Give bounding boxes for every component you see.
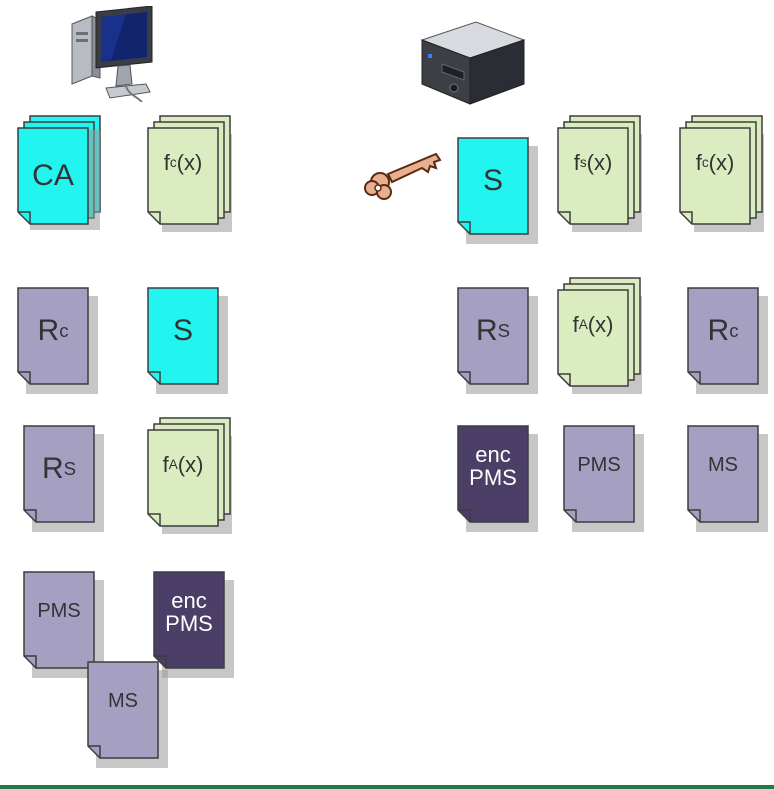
client-ca-label: CA xyxy=(32,159,74,193)
client-ca-document: CA xyxy=(16,114,108,236)
server-s-document: S xyxy=(456,136,548,258)
client-s-document: S xyxy=(146,286,238,408)
client-enc-pms-label: enc PMS xyxy=(165,587,213,636)
bottom-divider xyxy=(0,785,774,789)
server-ms-document: MS xyxy=(686,424,774,546)
server-ms-label: MS xyxy=(708,453,738,476)
client-s-label: S xyxy=(172,314,193,348)
server-enc-pms-document: enc PMS xyxy=(456,424,548,546)
client-pms-label: PMS xyxy=(37,599,81,622)
client-ms-label: MS xyxy=(108,689,138,712)
server-box-icon xyxy=(418,18,528,106)
client-ms-document: MS xyxy=(86,660,178,782)
private-key-icon xyxy=(362,148,442,200)
server-pms-document: PMS xyxy=(562,424,654,546)
client-enc-pms-document: enc PMS xyxy=(152,570,244,692)
server-pms-label: PMS xyxy=(577,453,621,476)
server-s-label: S xyxy=(482,164,503,198)
client-computer-icon xyxy=(66,5,158,103)
server-enc-pms-label: enc PMS xyxy=(469,441,517,490)
